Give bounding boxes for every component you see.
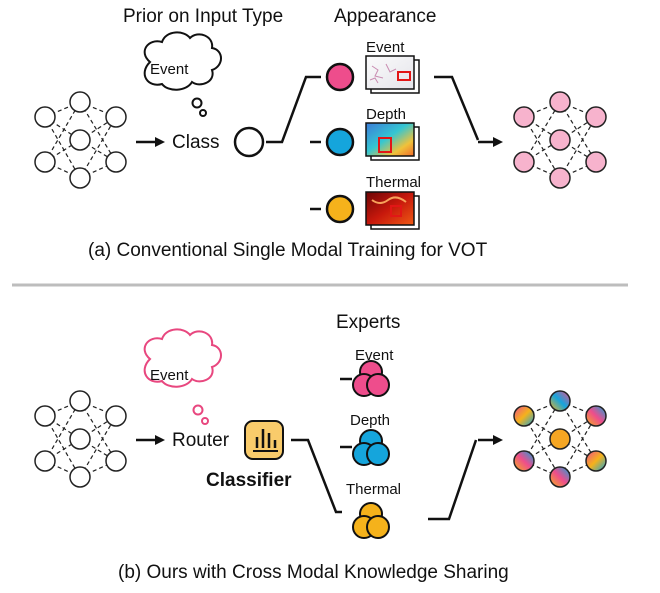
depth-expert-label: Depth: [350, 412, 391, 429]
output-connector-a: [434, 75, 480, 141]
depth-modality-label: Depth: [366, 106, 407, 123]
input-network-b-nodes: [34, 390, 127, 488]
caption-b: (b) Ours with Cross Modal Knowledge Shar…: [118, 562, 509, 583]
appearance-label: Appearance: [334, 6, 437, 27]
output-network-b-nodes: [513, 390, 607, 488]
event-expert-label: Event: [355, 347, 394, 364]
thought-cloud-a: [143, 31, 222, 117]
thermal-modality-node: [325, 194, 355, 224]
thought-text-b: Event: [150, 367, 189, 384]
branch-line-b: [291, 438, 342, 514]
thought-text-a: Event: [150, 61, 189, 78]
event-expert-cluster: [352, 360, 390, 397]
thermal-expert-cluster: [352, 502, 390, 539]
thought-cloud-b: [143, 328, 222, 425]
caption-a: (a) Conventional Single Modal Training f…: [88, 240, 488, 261]
input-network-a-nodes: [34, 91, 127, 189]
class-node: [233, 126, 265, 158]
thermal-thumbnail: [365, 191, 420, 230]
thermal-expert-label: Thermal: [346, 481, 402, 498]
thermal-modality-label: Thermal: [366, 174, 422, 191]
router-label: Router: [172, 430, 230, 451]
output-connector-b: [428, 439, 478, 521]
event-modality-label: Event: [366, 39, 405, 56]
depth-expert-cluster: [352, 429, 390, 466]
depth-modality-node: [325, 127, 355, 157]
event-thumbnail: [365, 55, 420, 94]
depth-thumbnail: [365, 122, 420, 161]
classifier-icon: [244, 420, 284, 460]
event-modality-node: [325, 62, 355, 92]
experts-label: Experts: [336, 312, 401, 333]
class-label: Class: [172, 132, 220, 153]
prior-label: Prior on Input Type: [123, 6, 284, 27]
output-network-a-nodes: [513, 91, 607, 189]
classifier-label: Classifier: [206, 470, 292, 491]
branch-line-a: [266, 75, 321, 144]
